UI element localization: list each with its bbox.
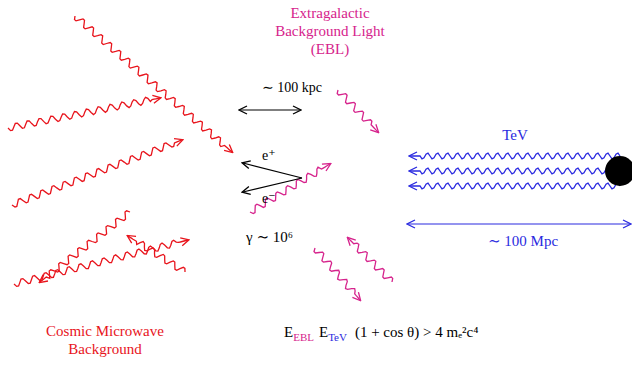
formula-text: (1 + cos θ) > 4 mₑ²c⁴	[355, 323, 479, 341]
photon-wave	[337, 90, 378, 132]
photon-wave	[128, 236, 185, 272]
photon-wave	[14, 240, 188, 286]
formula-subscript: EBL	[293, 331, 314, 344]
formula-symbol: E	[284, 323, 293, 341]
electron-track	[243, 178, 302, 192]
photon-wave	[75, 16, 233, 152]
positron-track	[243, 163, 302, 178]
photon-wave	[410, 168, 620, 174]
distance-arrow	[240, 109, 300, 110]
formula-subscript: TeV	[328, 331, 347, 344]
photon-wave	[250, 164, 330, 214]
blazar-source	[605, 156, 632, 186]
photon-wave	[410, 153, 620, 159]
lorentz-factor: γ ∼ 10⁶	[246, 228, 293, 246]
distance-label: ∼ 100 Mpc	[488, 232, 558, 250]
distance-label: ∼ 100 kpc	[262, 80, 322, 97]
ebl-label: Extragalactic Background Light (EBL)	[255, 4, 405, 58]
photon-wave	[348, 238, 393, 282]
photon-wave	[314, 248, 360, 300]
particle-label: e⁺	[262, 148, 276, 165]
particle-label: e⁻	[262, 191, 276, 208]
formula-symbol: E	[319, 323, 328, 341]
photon-wave	[40, 211, 130, 282]
photon-wave	[410, 183, 620, 189]
photon-wave	[8, 97, 160, 130]
energy-label: TeV	[502, 126, 528, 144]
distance-arrow	[408, 223, 630, 224]
photon-wave	[12, 140, 182, 207]
cmb-label: Cosmic Microwave Background	[30, 322, 180, 358]
